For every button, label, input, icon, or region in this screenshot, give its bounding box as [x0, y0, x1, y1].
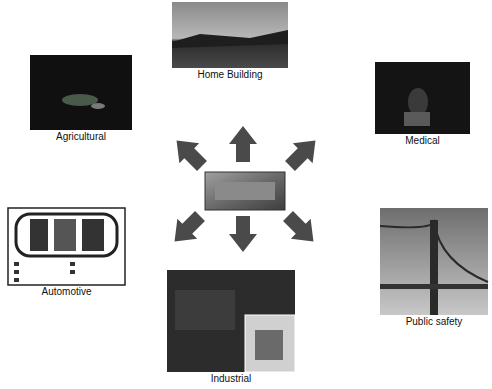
medical-photo [375, 62, 470, 134]
medical-figure [404, 112, 430, 126]
photo-area [8, 208, 125, 285]
photo-panel: Industrial [167, 270, 295, 385]
block-arrow [280, 131, 325, 176]
block-arrow [229, 216, 257, 252]
photo-area [172, 2, 288, 68]
key-square [70, 262, 75, 266]
medical-figure [408, 88, 428, 116]
key-square [70, 270, 75, 274]
bridge-cable [380, 222, 488, 282]
agricultural-photo [30, 55, 132, 130]
block-arrow [167, 131, 212, 176]
car-part [30, 219, 48, 251]
machine-shape [175, 290, 235, 330]
sector-label: Industrial [211, 373, 252, 385]
photo-area [380, 208, 488, 315]
roof-shape [172, 30, 288, 48]
photo-panel: Medical [375, 62, 470, 147]
sector-label: Automotive [41, 286, 91, 298]
photo-area [167, 270, 295, 372]
inset-photo [245, 315, 295, 372]
photo-area [30, 55, 132, 130]
photo-panel: Home Building [172, 2, 288, 81]
tractor-shape [91, 103, 105, 109]
block-arrow [165, 206, 210, 251]
center-device-face [215, 182, 275, 200]
bridge-photo [380, 208, 488, 315]
key-square [14, 262, 19, 266]
photo-panel: Agricultural [30, 55, 132, 143]
key-square [14, 278, 19, 282]
center-device [205, 172, 285, 210]
sector-label: Agricultural [56, 131, 106, 143]
photo-panel: Public safety [380, 208, 488, 328]
machine-shape [255, 330, 283, 360]
photo-area [375, 62, 470, 134]
automotive-diagram [8, 208, 125, 285]
car-outline [16, 214, 117, 256]
home-photo [172, 2, 288, 68]
bridge-deck [380, 284, 488, 289]
block-arrow [229, 126, 257, 162]
photo-panel: Automotive [8, 208, 125, 298]
car-part [54, 219, 76, 251]
industrial-photo [167, 270, 295, 372]
car-part [82, 219, 104, 251]
sector-label: Medical [405, 135, 439, 147]
key-square [14, 270, 19, 274]
sector-label: Public safety [406, 316, 463, 328]
block-arrow [278, 206, 323, 251]
sector-label: Home Building [197, 69, 262, 81]
